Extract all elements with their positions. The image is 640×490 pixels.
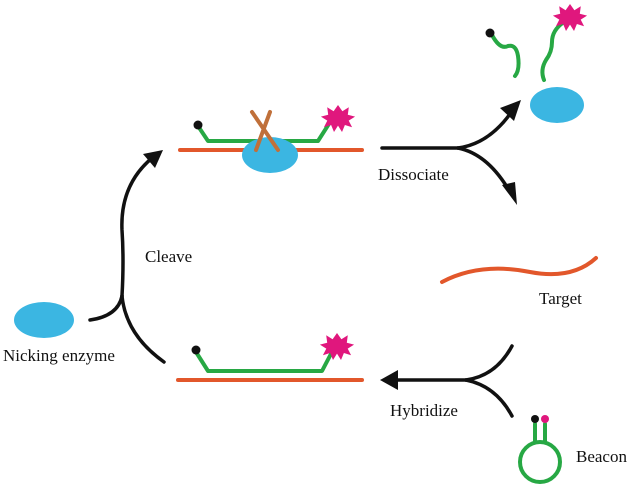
molecular-beacon [518,415,562,484]
cleavage-complex [178,105,364,173]
dissociate-arrowhead-down [502,182,517,205]
fluorophore-fragment [540,20,566,82]
beacon-loop [518,440,562,484]
dissociate-label: Dissociate [378,165,449,184]
probe-strand-bottom [194,348,335,373]
fragment-quencher-dot [485,28,495,38]
beacon-fluorophore-dot [541,415,549,423]
hybridize-arrow [392,344,514,418]
nicking-enzyme-icon [14,302,74,338]
quencher-dot [193,120,203,130]
fluorophore-star-bottom [319,333,355,360]
beacon-label: Beacon [576,447,627,466]
quencher-dot-bottom [191,345,201,355]
nicking-enzyme-label: Nicking enzyme [3,346,115,365]
released-products [485,4,588,123]
dissociate-arrowhead-up [500,100,521,121]
cleave-arrowhead [143,150,163,168]
target-strand-free [440,256,598,284]
free-nicking-enzyme [530,87,584,123]
cleavage-cross-icon [250,110,280,152]
quencher-fragment [490,33,521,78]
beacon-quencher-dot [531,415,539,423]
target-label: Target [539,289,582,308]
nicking-enzyme-bound [242,137,298,173]
fragment-fluorophore-star [552,4,588,31]
cleave-label: Cleave [145,247,192,266]
fluorophore-star [320,105,356,132]
hybridize-label: Hybridize [390,401,458,420]
cleave-arrow [88,156,166,364]
hybridized-complex [176,333,364,382]
hybridize-arrowhead [380,370,398,390]
